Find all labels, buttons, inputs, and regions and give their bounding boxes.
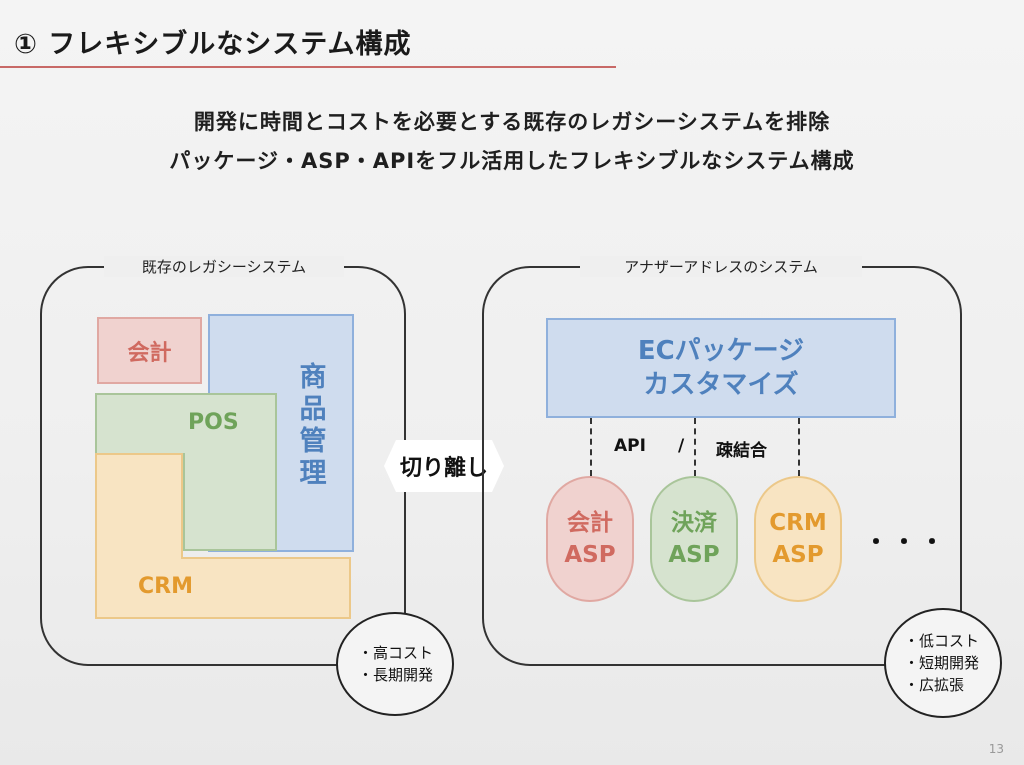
slide-title: ① フレキシブルなシステム構成 xyxy=(14,29,412,60)
page-number: 13 xyxy=(988,742,1004,756)
separation-connector: 切り離し xyxy=(384,440,504,492)
dashed-link xyxy=(798,418,800,476)
asp-pill-kaikei: 会計 ASP xyxy=(546,476,634,602)
asp-pill-crm: CRM ASP xyxy=(754,476,842,602)
legacy-block-kaikei: 会計 xyxy=(97,317,202,384)
ec-package-line-2: カスタマイズ xyxy=(643,370,799,400)
another-note: ・低コスト xyxy=(904,632,980,650)
api-label: API xyxy=(614,436,646,456)
ec-package-box: ECパッケージ カスタマイズ xyxy=(546,318,896,418)
title-rule xyxy=(0,66,616,68)
legacy-note: ・高コスト xyxy=(358,644,434,662)
subtitle-line-1: 開発に時間とコストを必要とする既存のレガシーシステムを排除 xyxy=(193,110,831,134)
ec-package-line-1: ECパッケージ xyxy=(637,336,805,366)
legacy-block-crm-label: CRM xyxy=(138,574,193,599)
subtitle-line-2: パッケージ・ASP・APIをフル活用したフレキシブルなシステム構成 xyxy=(169,149,855,173)
legacy-notes-circle: ・高コスト ・長期開発 xyxy=(336,612,454,716)
more-ellipsis: ・・・ xyxy=(864,528,948,556)
legacy-note: ・長期開発 xyxy=(358,666,434,684)
another-note: ・広拡張 xyxy=(904,676,965,694)
another-panel-label: アナザーアドレスのシステム xyxy=(580,256,862,277)
legacy-blocks-pos-crm xyxy=(95,393,351,619)
legacy-panel-label: 既存のレガシーシステム xyxy=(104,256,344,277)
separation-connector-label: 切り離し xyxy=(399,456,488,481)
api-slash: / xyxy=(678,436,685,456)
legacy-block-shohin-kanri-label: 商 品 管 理 xyxy=(299,362,327,489)
another-notes-circle: ・低コスト ・短期開発 ・広拡張 xyxy=(884,608,1002,718)
legacy-block-crm xyxy=(95,453,351,619)
dashed-link xyxy=(694,418,696,476)
legacy-block-pos-label: POS xyxy=(188,410,239,435)
dashed-link xyxy=(590,418,592,476)
loose-coupling-label: 疎結合 xyxy=(716,441,767,461)
asp-pill-kessai: 決済 ASP xyxy=(650,476,738,602)
another-note: ・短期開発 xyxy=(904,654,980,672)
